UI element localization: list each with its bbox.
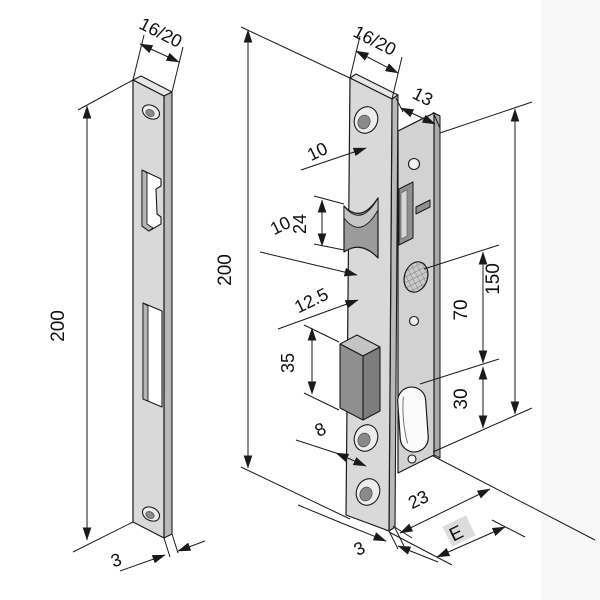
dim-strike-height-label: 200 (48, 310, 69, 342)
deadbolt (339, 334, 381, 421)
faceplate-front-face (345, 77, 393, 532)
faceplate-screw-hole-middle (353, 424, 379, 452)
cylinder-hole (397, 386, 429, 453)
dim-cylinder-to-bottom-label: 30 (451, 388, 472, 409)
strike-plate-side-face (163, 91, 173, 539)
dim-latch-height-label: 24 (290, 214, 310, 234)
case-back-face (433, 112, 441, 459)
scan-shading-band (541, 0, 600, 600)
dim-body-height-label: 200 (215, 254, 236, 286)
dim-case-height-label: 150 (483, 263, 504, 295)
backset-label-box (442, 515, 476, 547)
latch-bolt (343, 197, 379, 259)
dim-deadbolt-height-label: 35 (278, 353, 298, 373)
follower-opening-inner (400, 189, 408, 240)
spindle-hole (403, 261, 429, 293)
strike-screw-hole-bottom (141, 506, 161, 522)
case-hole-bottom (407, 454, 417, 464)
dim-spindle-to-cylinder-label: 70 (451, 299, 472, 320)
case-hole-middle (408, 315, 420, 327)
case-hole-top (407, 157, 421, 171)
strike-screw-hole-top (141, 104, 161, 120)
case-slot (415, 199, 431, 215)
lock-body-view (339, 73, 441, 532)
faceplate-screw-hole-bottom (355, 478, 381, 506)
strike-plate-view (132, 75, 173, 539)
deadbolt-cutout-edge (142, 302, 149, 402)
faceplate-screw-hole-top (353, 106, 379, 134)
latch-cutout-edge (141, 169, 154, 232)
